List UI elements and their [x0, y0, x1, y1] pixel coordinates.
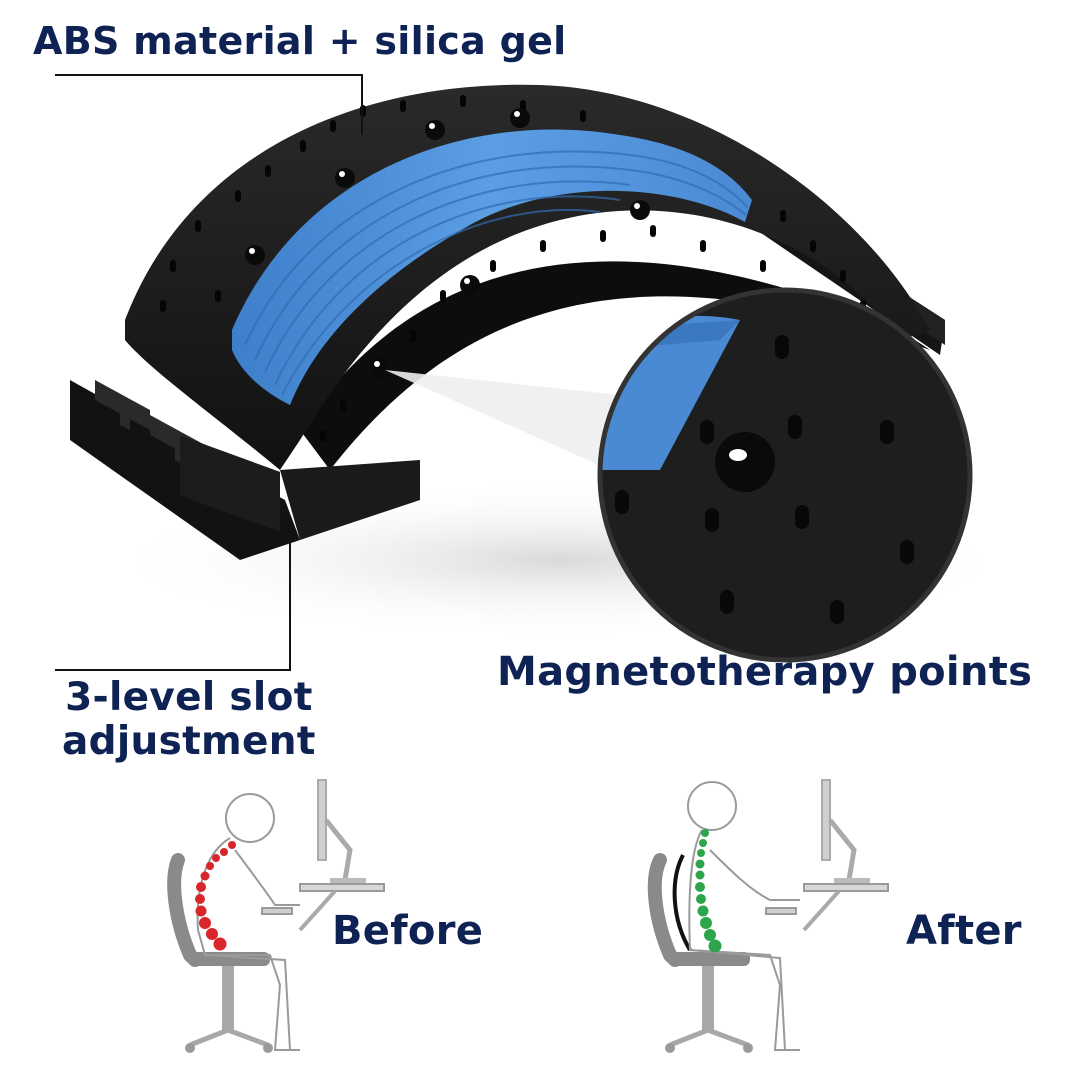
before-spine-dots	[195, 841, 236, 951]
massage-nubs	[160, 95, 866, 442]
slot-leader-line	[55, 520, 291, 671]
after-posture-illustration	[647, 779, 889, 1053]
before-label: Before	[332, 908, 484, 954]
slot-callout-line-2: adjustment	[62, 718, 316, 764]
zoom-magnifier	[597, 287, 973, 663]
zoom-pointer	[385, 370, 620, 470]
slot-callout: 3-level slot adjustment	[62, 676, 316, 763]
material-leader-line	[55, 74, 363, 135]
after-spine-dots	[695, 829, 722, 953]
material-callout: ABS material + silica gel	[33, 19, 567, 63]
silicone-ridges	[244, 150, 749, 396]
before-posture-illustration	[167, 779, 385, 1053]
after-label: After	[906, 908, 1022, 954]
silicone-strip	[232, 129, 752, 405]
magnet-beads	[245, 108, 650, 378]
slot-callout-line-1: 3-level slot	[65, 675, 313, 720]
arch-underside	[300, 261, 930, 470]
magnet-callout: Magnetotherapy points	[497, 649, 1033, 695]
